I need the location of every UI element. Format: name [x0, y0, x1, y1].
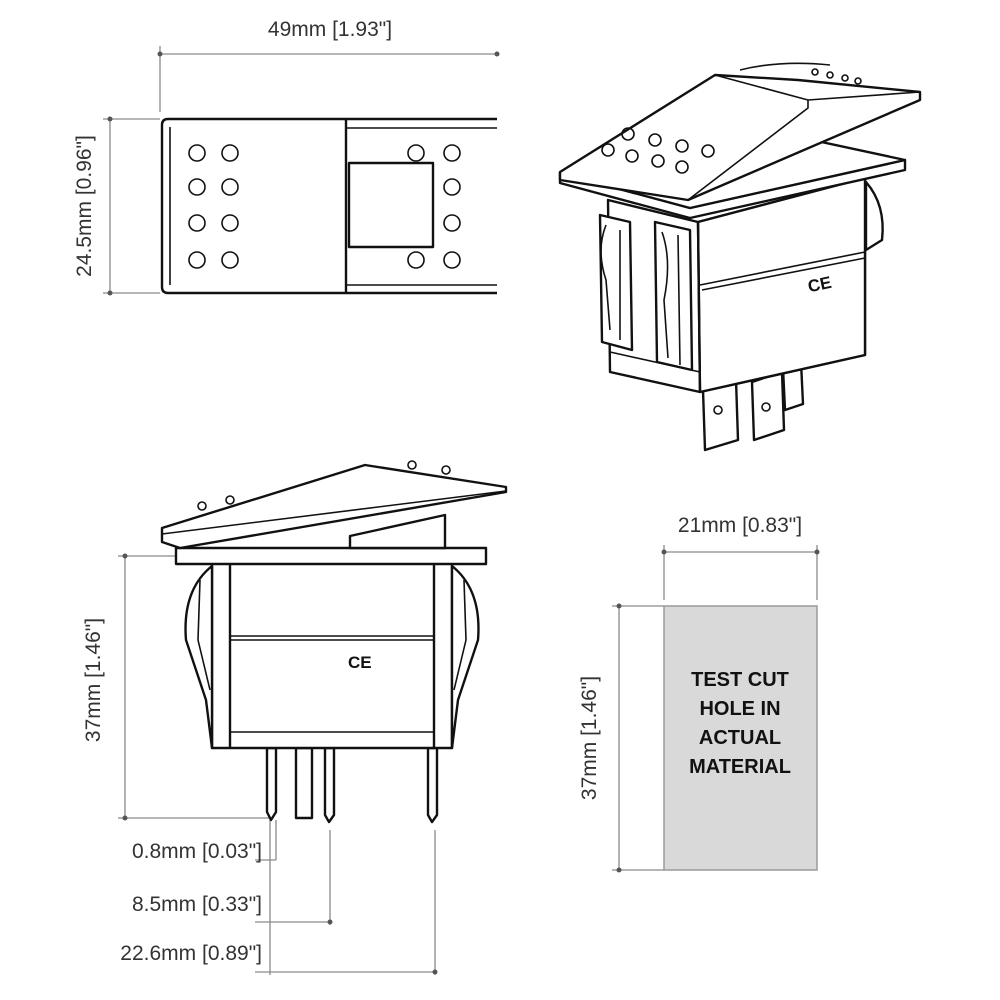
top-view-outline [160, 117, 497, 295]
iso-side-clip-mid [653, 220, 694, 372]
top-width-label: 49mm [1.93"] [268, 18, 392, 41]
cutout-view: 21mm [0.83"] 37mm [1.46"] TEST CUT HOLE … [578, 514, 820, 873]
cutout-height-dimension: 37mm [1.46"] [578, 603, 664, 873]
cutout-label-line-3: ACTUAL [699, 727, 781, 749]
side-clip-left [184, 564, 214, 750]
isometric-view: CE [558, 62, 922, 452]
side-clip-right [450, 564, 480, 750]
cutout-label-line-1: TEST CUT [691, 669, 789, 691]
cutout-label-line-4: MATERIAL [689, 756, 791, 778]
cutout-label-line-2: HOLE IN [699, 698, 780, 720]
side-rocker-dots [197, 460, 451, 511]
iso-ce-mark: CE [806, 273, 833, 296]
iso-side-clip-left [598, 213, 634, 352]
iso-rocker [558, 73, 922, 202]
top-view: 49mm [1.93"] 24.5mm [0.96"] [73, 18, 500, 296]
side-height-label: 37mm [1.46"] [82, 618, 105, 742]
iso-rocker-dots [601, 68, 862, 174]
iso-side-clip-right [864, 180, 884, 252]
side-terminals [265, 746, 439, 824]
top-height-dimension: 24.5mm [0.96"] [73, 116, 160, 296]
cutout-height-label: 37mm [1.46"] [578, 676, 601, 800]
top-view-window [347, 161, 435, 249]
top-height-label: 24.5mm [0.96"] [73, 135, 96, 277]
terminal-dimensions: 0.8mm [0.03"] 8.5mm [0.33"] 22.6mm [0.89… [120, 820, 438, 975]
side-view: 37mm [1.46"] 0.8mm [0.03"] 8.5mm [0.33"]… [82, 460, 508, 975]
cutout-width-dimension: 21mm [0.83"] [661, 514, 820, 600]
side-rocker [160, 463, 508, 550]
side-bezel [174, 546, 488, 566]
side-housing [210, 560, 454, 750]
top-view-dots [188, 144, 461, 269]
terminal-span-label: 22.6mm [0.89"] [120, 942, 262, 965]
cutout-width-label: 21mm [0.83"] [678, 514, 802, 537]
cutout-rectangle [663, 605, 818, 871]
side-ce-mark: CE [348, 653, 372, 672]
top-width-dimension: 49mm [1.93"] [157, 18, 500, 112]
terminal-thickness-label: 0.8mm [0.03"] [132, 840, 262, 863]
side-height-dimension: 37mm [1.46"] [82, 553, 270, 821]
terminal-spacing-label: 8.5mm [0.33"] [132, 893, 262, 916]
